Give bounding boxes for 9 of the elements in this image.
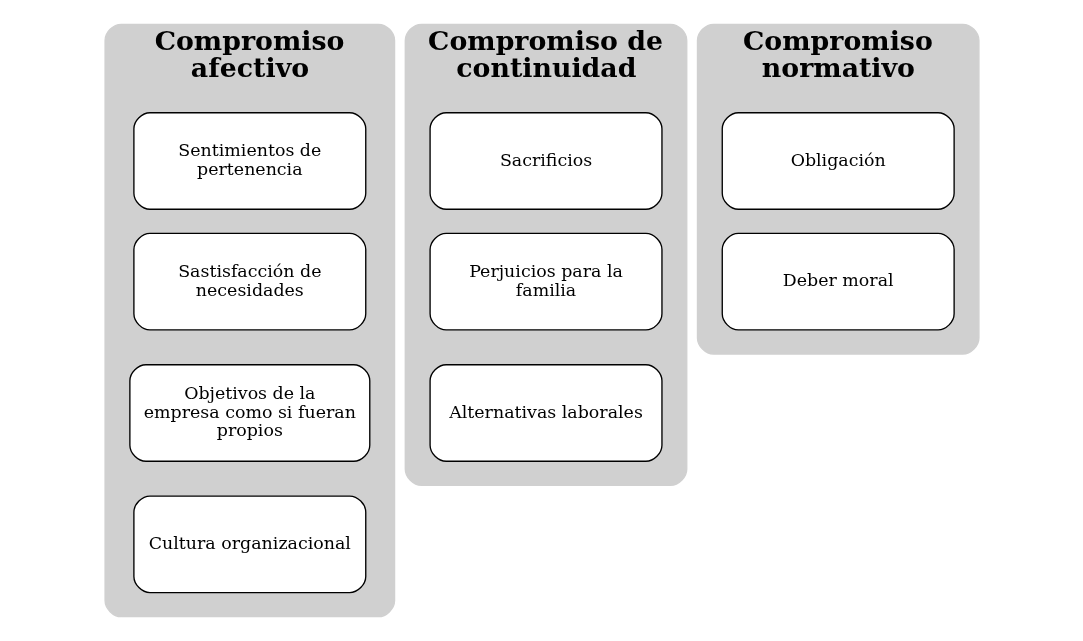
node-box: Sastisfacción de necesidades xyxy=(132,232,366,331)
node-box: Deber moral xyxy=(721,232,955,331)
node-box: Alternativas laborales xyxy=(428,364,663,462)
node-box: Objetivos de la empresa como si fueran propios xyxy=(128,364,370,462)
node-box: Perjuicios para la familia xyxy=(428,232,663,331)
node-box: Sentimientos de pertenencia xyxy=(132,112,366,210)
node-box: Obligación xyxy=(721,112,955,210)
node-box: Sacrificios xyxy=(428,112,663,210)
node-box: Cultura organizacional xyxy=(132,495,366,594)
